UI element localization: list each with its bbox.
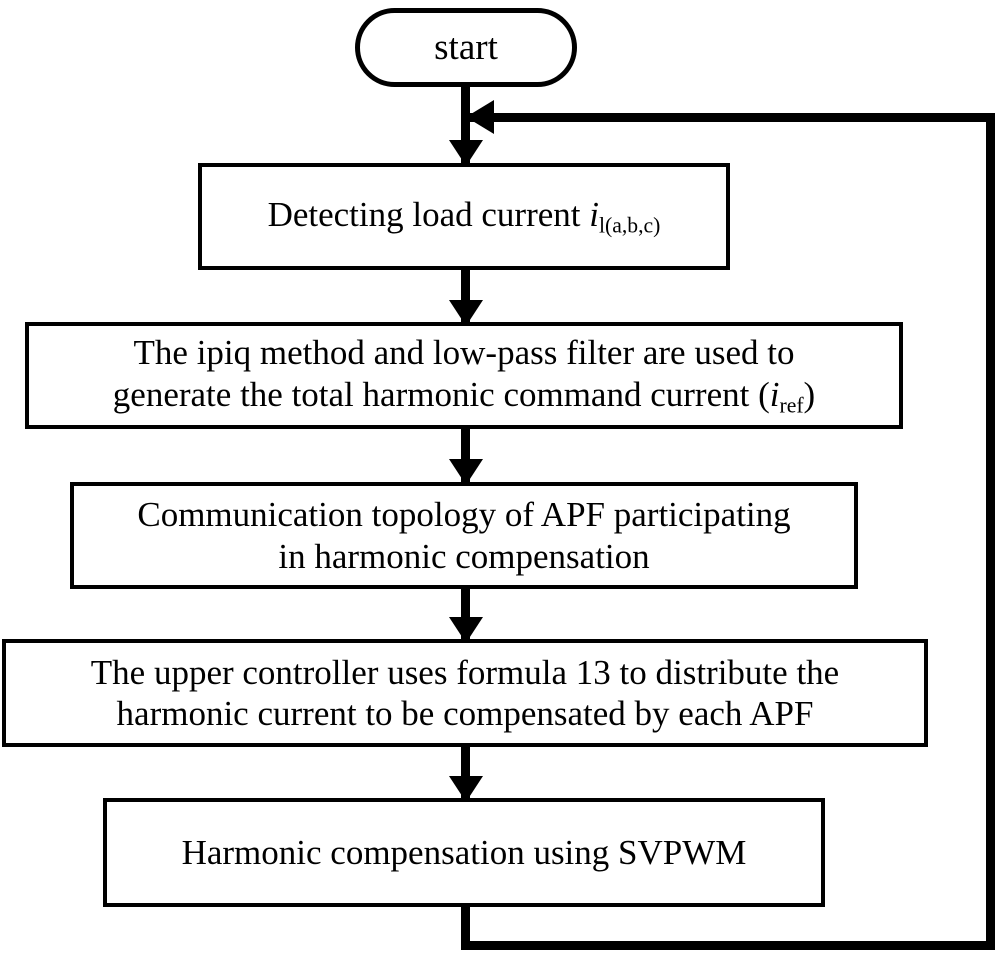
detect-symbol-i: i — [589, 194, 599, 234]
node-detecting-load-current[interactable]: Detecting load current il(a,b,c) — [198, 163, 730, 270]
ipiq-line-1: The ipiq method and low-pass filter are … — [133, 333, 795, 373]
edge-feedback-right-segment — [986, 113, 995, 950]
ipiq-subscript: ref — [779, 393, 804, 418]
edge-distribute-to-svpwm-line — [461, 745, 470, 803]
distribute-line-1: The upper controller uses formula 13 to … — [90, 652, 840, 692]
topology-line-2: in harmonic compensation — [278, 536, 650, 576]
topology-line-1: Communication topology of APF participat… — [137, 495, 791, 535]
node-detecting-load-current-label: Detecting load current il(a,b,c) — [258, 194, 671, 239]
ipiq-line-2-prefix: generate the total harmonic command curr… — [112, 374, 770, 414]
edge-start-to-detect-arrowhead — [449, 140, 483, 166]
node-harmonic-compensation-svpwm-label: Harmonic compensation using SVPWM — [181, 832, 747, 872]
node-ipiq-method[interactable]: The ipiq method and low-pass filter are … — [25, 322, 903, 429]
edge-ipiq-to-topology-arrowhead — [449, 459, 483, 485]
node-communication-topology[interactable]: Communication topology of APF participat… — [70, 482, 858, 589]
node-harmonic-compensation-svpwm[interactable]: Harmonic compensation using SVPWM — [103, 798, 825, 907]
detect-subscript: l(a,b,c) — [598, 213, 661, 238]
edge-ipiq-to-topology-line — [461, 427, 470, 485]
node-communication-topology-label: Communication topology of APF participat… — [127, 494, 800, 577]
edge-topology-to-distribute-line — [461, 586, 470, 644]
node-ipiq-method-label: The ipiq method and low-pass filter are … — [103, 332, 825, 418]
node-start[interactable]: start — [355, 8, 577, 87]
edge-feedback-arrowhead — [466, 100, 494, 134]
edge-start-to-detect-line — [461, 86, 470, 164]
node-upper-controller-distribute-label: The upper controller uses formula 13 to … — [81, 652, 849, 735]
detect-text-prefix: Detecting load current — [267, 194, 590, 234]
distribute-line-2: harmonic current to be compensated by ea… — [116, 694, 814, 733]
node-start-label: start — [434, 26, 498, 68]
edge-distribute-to-svpwm-arrowhead — [449, 776, 483, 802]
ipiq-symbol-i: i — [769, 374, 780, 414]
edge-detect-to-ipiq-arrowhead — [449, 300, 483, 326]
edge-feedback-top-segment — [470, 113, 995, 122]
ipiq-line-2-suffix: ) — [803, 374, 816, 414]
edge-detect-to-ipiq-line — [461, 268, 470, 326]
edge-topology-to-distribute-arrowhead — [449, 617, 483, 643]
node-upper-controller-distribute[interactable]: The upper controller uses formula 13 to … — [2, 639, 928, 747]
edge-feedback-bottom-segment — [461, 941, 995, 950]
